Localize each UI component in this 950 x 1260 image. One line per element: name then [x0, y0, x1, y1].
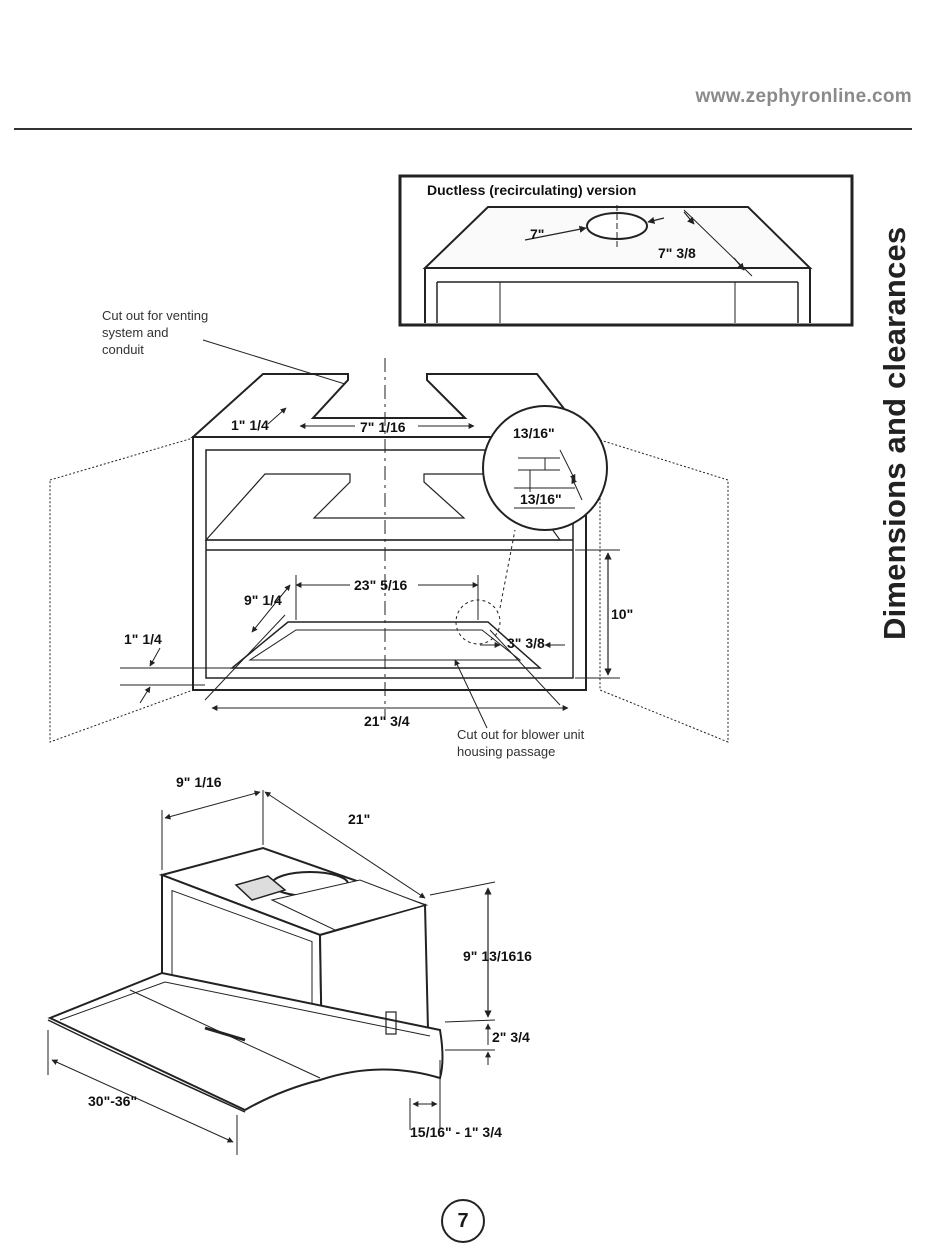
dim-width-range: 30"-36"	[88, 1094, 137, 1108]
note-blower-cutout: Cut out for blower unit housing passage	[457, 726, 584, 760]
dim-hood-depth: 9" 1/16	[176, 775, 222, 789]
dim-hole-offset: 7" 3/8	[658, 246, 696, 260]
dim-hood-height: 9" 13/1616	[463, 949, 532, 963]
dim-cutout-width: 23" 5/16	[354, 578, 407, 592]
dim-height: 10"	[611, 607, 633, 621]
ductless-version-title: Ductless (recirculating) version	[427, 182, 636, 198]
cabinet-drawing	[50, 340, 728, 742]
page-number: 7	[441, 1199, 485, 1243]
dim-detail-top: 13/16"	[513, 426, 555, 440]
dim-detail-bottom: 13/16"	[520, 492, 562, 506]
dim-top-edge: 1" 1/4	[231, 418, 269, 432]
dim-depth: 9" 1/4	[244, 593, 282, 607]
dim-side-margin: 3" 3/8	[507, 636, 545, 650]
dim-hole-diameter: 7"	[530, 227, 544, 241]
dim-front-height: 2" 3/4	[492, 1030, 530, 1044]
dim-front-projection: 15/16" - 1" 3/4	[410, 1125, 502, 1139]
dim-bottom-width: 21" 3/4	[364, 714, 410, 728]
dim-blower-width: 21"	[348, 812, 370, 826]
dim-left-edge: 1" 1/4	[124, 632, 162, 646]
note-venting-cutout: Cut out for venting system and conduit	[102, 307, 208, 358]
ductless-inset	[400, 176, 852, 325]
dim-top-cutout-width: 7" 1/16	[360, 420, 406, 434]
